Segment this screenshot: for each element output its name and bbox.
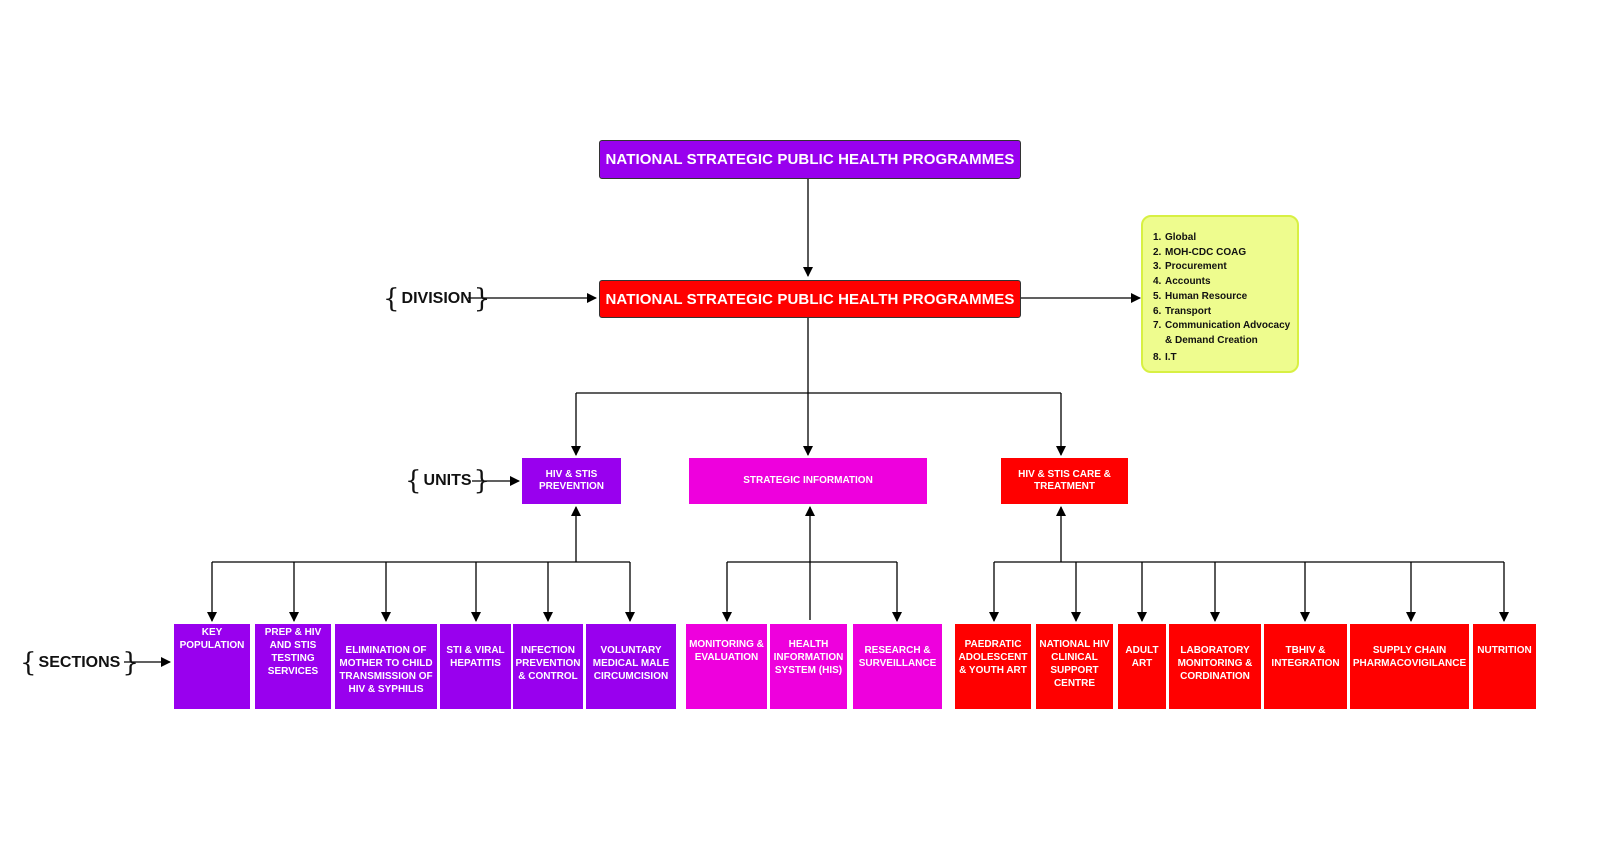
- top-programme-box: NATIONAL STRATEGIC PUBLIC HEALTH PROGRAM…: [599, 140, 1021, 179]
- unit-hiv-stis-care-treatment: HIV & STIS CARE & TREATMENT: [1001, 458, 1128, 504]
- section-national-hiv-clinical-support: NATIONAL HIV CLINICAL SUPPORT CENTRE: [1036, 624, 1113, 709]
- top-programme-title: NATIONAL STRATEGIC PUBLIC HEALTH PROGRAM…: [605, 151, 1015, 168]
- list-item: 7.Communication Advocacy & Demand Creati…: [1153, 320, 1291, 346]
- section-infection-prevention: INFECTION PREVENTION & CONTROL: [513, 624, 583, 709]
- list-item: 3.Procurement: [1153, 261, 1227, 273]
- section-research-surveillance: RESEARCH & SURVEILLANCE: [853, 624, 942, 709]
- list-item: 8.I.T: [1153, 351, 1177, 363]
- units-label: { UNITS }: [405, 466, 491, 496]
- section-tbhiv-integration: TBHIV & INTEGRATION: [1264, 624, 1347, 709]
- list-item: 6.Transport: [1153, 305, 1212, 317]
- section-nutrition: NUTRITION: [1473, 624, 1536, 709]
- section-sti-viral-hepatitis: STI & VIRAL HEPATITIS: [440, 624, 511, 709]
- section-emtct: ELIMINATION OF MOTHER TO CHILD TRANSMISS…: [335, 624, 437, 709]
- section-supply-chain-pharmacovigilance: SUPPLY CHAIN PHARMACOVIGILANCE: [1350, 624, 1469, 709]
- list-item: 5.Human Resource: [1153, 290, 1248, 302]
- section-key-population: KEY POPULATION: [174, 624, 250, 709]
- list-item: 4.Accounts: [1153, 276, 1211, 288]
- section-vmmc: VOLUNTARY MEDICAL MALE CIRCUMCISION: [586, 624, 676, 709]
- support-functions-list: 1.Global 2.MOH-CDC COAG 3.Procurement 4.…: [1141, 215, 1299, 373]
- division-title: NATIONAL STRATEGIC PUBLIC HEALTH PROGRAM…: [605, 290, 1015, 308]
- section-monitoring-evaluation: MONITORING & EVALUATION: [686, 624, 767, 709]
- section-adult-art: ADULT ART: [1118, 624, 1166, 709]
- section-laboratory-monitoring: LABORATORY MONITORING & CORDINATION: [1169, 624, 1261, 709]
- division-box: NATIONAL STRATEGIC PUBLIC HEALTH PROGRAM…: [599, 280, 1021, 318]
- unit-strategic-information: STRATEGIC INFORMATION: [689, 458, 927, 504]
- unit-hiv-stis-prevention: HIV & STIS PREVENTION: [522, 458, 621, 504]
- list-item: 1.Global: [1153, 232, 1197, 243]
- section-prep-hiv-stis-testing: PREP & HIV AND STIS TESTING SERVICES: [255, 624, 331, 709]
- sections-label-text: SECTIONS: [38, 654, 121, 671]
- sections-label: { SECTIONS }: [20, 648, 139, 678]
- division-label-text: DIVISION: [401, 290, 472, 307]
- section-health-information-system: HEALTH INFORMATION SYSTEM (HIS): [770, 624, 847, 709]
- section-paedratic-adolescent-youth-art: PAEDRATIC ADOLESCENT & YOUTH ART: [955, 624, 1031, 709]
- units-label-text: UNITS: [423, 472, 472, 489]
- division-label: { DIVISION }: [383, 284, 491, 314]
- list-item: 2.MOH-CDC COAG: [1153, 246, 1247, 258]
